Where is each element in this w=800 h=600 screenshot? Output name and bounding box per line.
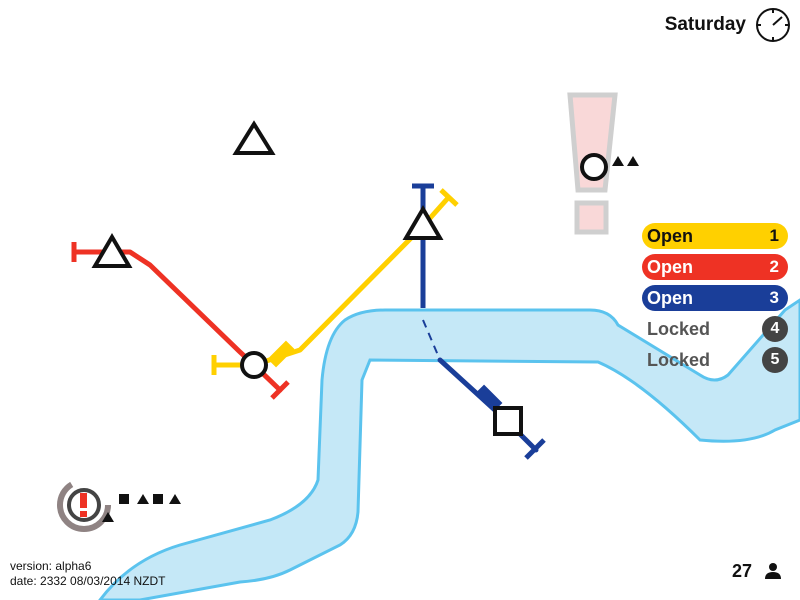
tunnel-segment <box>422 319 441 361</box>
line-button-4[interactable]: Locked 4 <box>642 316 788 342</box>
line-status-label: Open <box>647 257 694 277</box>
line-number: 1 <box>769 226 779 245</box>
station-square[interactable] <box>493 406 523 436</box>
passenger-square <box>153 494 163 504</box>
build-date-text: date: 2332 08/03/2014 NZDT <box>10 574 166 588</box>
station-circle[interactable] <box>580 153 608 181</box>
station-triangle[interactable] <box>232 120 276 155</box>
station-triangle[interactable] <box>402 205 444 240</box>
station-triangle[interactable] <box>91 233 133 268</box>
passenger-triangle <box>612 156 624 166</box>
station-circle[interactable] <box>240 351 268 379</box>
line-status-label: Locked <box>647 319 711 339</box>
line-number-badge: 4 <box>762 316 788 342</box>
overcrowd-warning-bottom <box>57 478 181 532</box>
passenger-square <box>119 494 129 504</box>
clock-icon[interactable] <box>754 6 792 44</box>
passenger-triangle <box>137 494 149 504</box>
passenger-triangle <box>627 156 639 166</box>
version-text: version: alpha6 <box>10 559 92 573</box>
line-number: 2 <box>769 257 779 276</box>
line-status-label: Open <box>647 288 694 308</box>
version-info: version: alpha6 date: 2332 08/03/2014 NZ… <box>10 559 165 589</box>
line-button-3[interactable]: Open 3 <box>642 285 788 311</box>
line-status-label: Open <box>647 226 694 246</box>
line-status-label: Locked <box>647 350 711 370</box>
line-button-5[interactable]: Locked 5 <box>642 347 788 373</box>
line-selector-panel: Open 1 Open 2 Open 3 Locked 4 Locked 5 <box>642 223 788 378</box>
line-button-1[interactable]: Open 1 <box>642 223 788 249</box>
passenger-triangle <box>102 512 114 522</box>
river <box>98 298 800 600</box>
overcrowd-warning-top <box>567 92 639 235</box>
train-yellow <box>267 340 295 368</box>
line-number-badge: 5 <box>762 347 788 373</box>
day-label: Saturday <box>664 14 746 35</box>
line-number: 3 <box>769 288 779 307</box>
line-button-2[interactable]: Open 2 <box>642 254 788 280</box>
train-blue <box>475 384 503 412</box>
passenger-triangle <box>169 494 181 504</box>
passenger-count: 27 <box>731 561 752 581</box>
person-icon <box>765 563 781 579</box>
